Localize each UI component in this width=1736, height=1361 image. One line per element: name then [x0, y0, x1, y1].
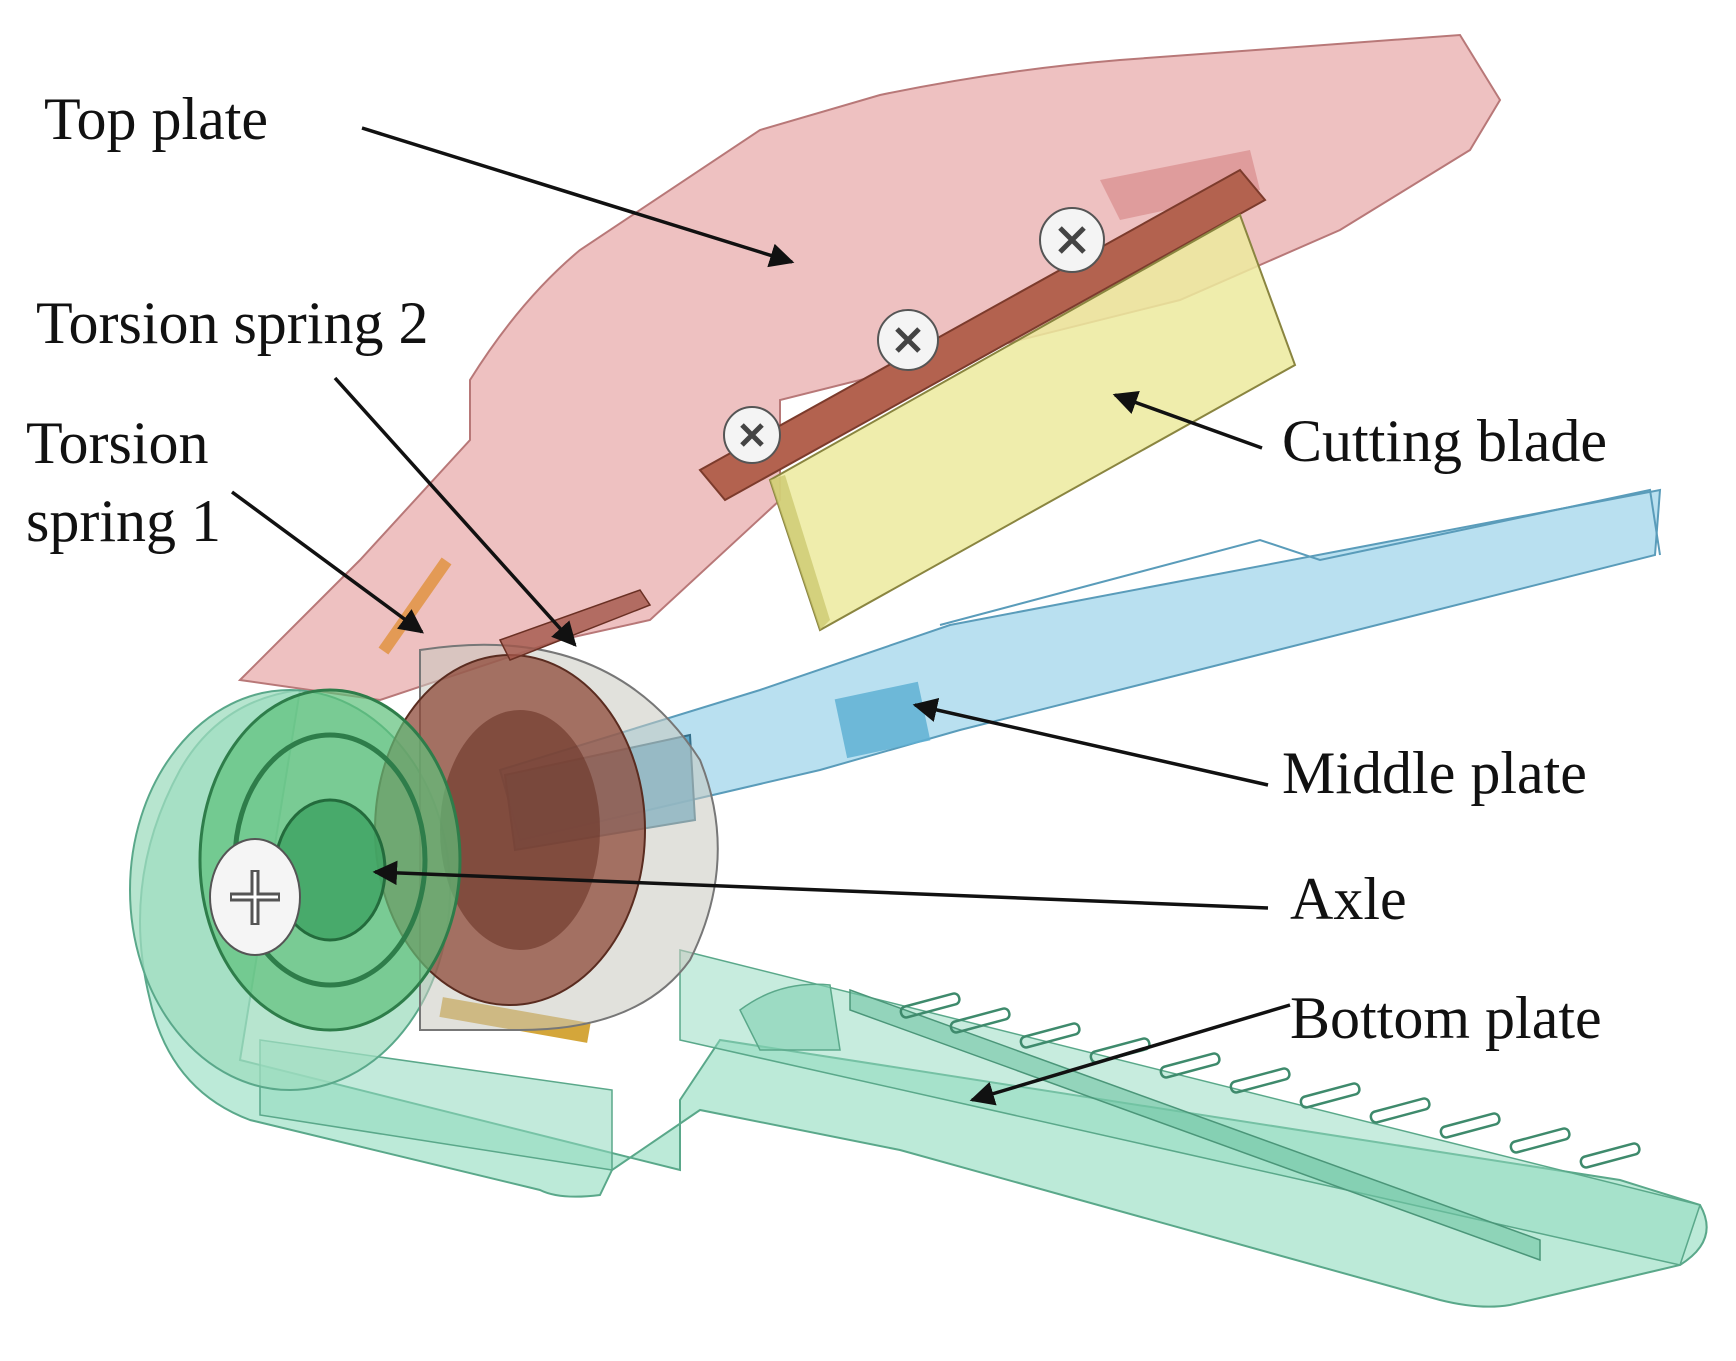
screw-icon: [1039, 207, 1105, 273]
hub-assembly: [129, 557, 719, 1091]
label-torsion-spring-1-line2: spring 1: [26, 488, 221, 554]
leader-torsion-spring-2: [333, 376, 577, 647]
leader-lines: [230, 126, 1291, 1106]
label-torsion-spring-1-line1: Torsion: [26, 410, 209, 476]
axle-screw-icon: [209, 838, 301, 956]
cutting-blade: [768, 213, 1297, 632]
bottom-plate: [139, 688, 1708, 1308]
label-axle: Axle: [1290, 866, 1407, 932]
label-middle-plate: Middle plate: [1282, 740, 1587, 806]
leader-torsion-spring-1: [230, 490, 424, 634]
blade-screws: [723, 207, 1105, 464]
screw-icon: [723, 406, 781, 464]
leader-middle-plate: [912, 697, 1269, 787]
label-bottom-plate: Bottom plate: [1290, 985, 1602, 1051]
label-cutting-blade: Cutting blade: [1282, 408, 1607, 474]
label-top-plate: Top plate: [44, 86, 269, 152]
torsion-spring-1-leg: [378, 557, 452, 655]
screw-icon: [877, 309, 939, 371]
label-torsion-spring-2: Torsion spring 2: [36, 290, 429, 356]
leader-bottom-plate: [969, 1003, 1291, 1106]
leader-cutting-blade: [1112, 390, 1263, 450]
leader-axle: [372, 860, 1269, 910]
leader-top-plate: [361, 126, 795, 268]
